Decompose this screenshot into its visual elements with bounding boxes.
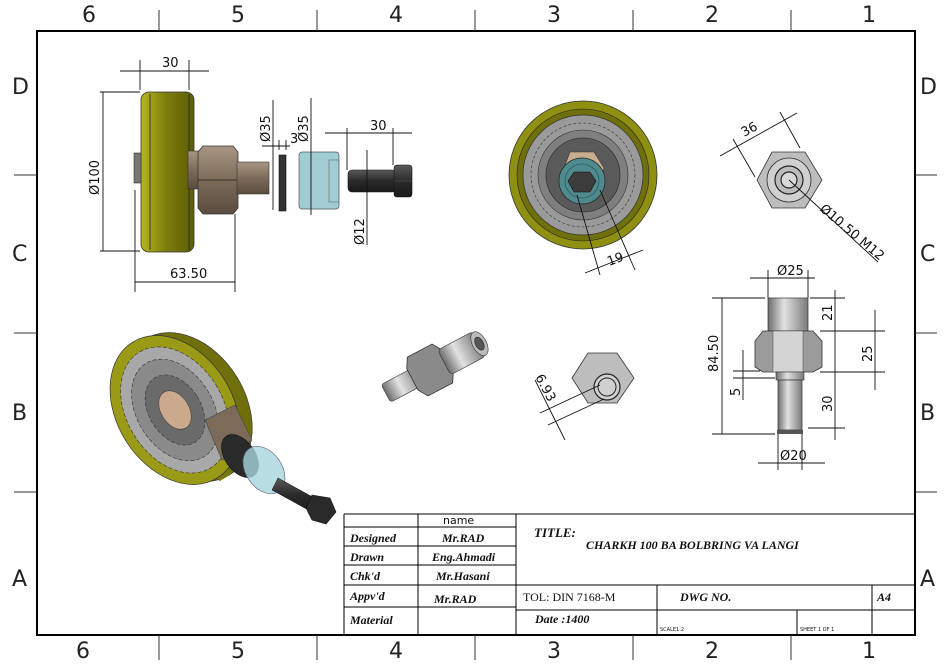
zone-col-3: 3 <box>547 3 561 28</box>
dim-bore: Ø10.50 M12 <box>816 202 886 264</box>
zone-col-5-bottom: 5 <box>231 639 245 664</box>
iso-bolt-head <box>305 494 337 525</box>
zone-col-2-bottom: 2 <box>705 639 719 664</box>
bolt-head-hex <box>567 171 597 193</box>
tb-approved-label: Appv'd <box>349 589 386 603</box>
tb-tolerance: TOL: DIN 7168-M <box>523 590 616 604</box>
zone-col-4-bottom: 4 <box>389 639 403 664</box>
title-block-text: name Designed Mr.RAD Drawn Eng.Ahmadi Ch… <box>349 514 891 633</box>
tb-sheet: SHEET 1 OF 1 <box>800 627 834 633</box>
column-zone-labels-top: 6 5 4 3 2 1 <box>82 3 876 28</box>
zone-col-5: 5 <box>231 3 245 28</box>
dim-axle-bottom-diameter: Ø20 <box>780 449 807 464</box>
zone-row-d-right: D <box>920 75 937 100</box>
axle-bottom <box>777 379 803 431</box>
tb-size: A4 <box>876 590 891 604</box>
dim-spacer-diameter: Ø35 <box>297 115 312 142</box>
iso-hub <box>158 390 192 430</box>
front-view-wheel <box>508 100 658 250</box>
row-zone-labels: D C B A D C B A <box>12 75 937 592</box>
tb-checked-label: Chk'd <box>350 569 381 583</box>
bolt-shank <box>347 169 397 193</box>
zone-col-1-bottom: 1 <box>862 639 876 664</box>
hub-cap <box>133 152 142 184</box>
zone-col-6-bottom: 6 <box>76 639 90 664</box>
spacer <box>298 151 340 210</box>
zone-row-b-right: B <box>920 401 935 426</box>
axle-end-view <box>571 352 635 404</box>
hex-end-dimensions <box>719 111 879 263</box>
dim-assembly-length: 63.50 <box>170 267 207 282</box>
dim-bolt-diameter: Ø12 <box>353 218 368 245</box>
axle-isometric-view <box>381 331 489 402</box>
tb-drawn-label: Drawn <box>349 550 384 564</box>
column-zone-labels-bottom: 6 5 4 3 2 1 <box>76 639 876 664</box>
zone-col-4: 4 <box>389 3 403 28</box>
tb-designed-label: Designed <box>349 531 397 545</box>
tb-title: CHARKH 100 BA BOLBRING VA LANGI <box>586 538 800 552</box>
tb-date: Date :1400 <box>534 612 589 626</box>
axle-end-dimensions <box>534 379 605 441</box>
axle-dimensions <box>712 270 885 470</box>
side-view-dimensions <box>100 60 412 292</box>
front-view-dimensions <box>576 189 644 276</box>
dim-hex-height: 25 <box>861 345 876 362</box>
dim-axle-top-diameter: Ø25 <box>777 264 804 279</box>
wheel-tread <box>140 91 195 253</box>
zone-col-2: 2 <box>705 3 719 28</box>
dim-wheel-width: 30 <box>162 56 179 71</box>
isometric-wheel-assembly <box>109 332 337 525</box>
tb-approved-value: Mr.RAD <box>433 592 477 606</box>
dim-collar-height: 5 <box>729 388 744 396</box>
dim-bolt-length: 30 <box>370 119 387 134</box>
zone-row-b: B <box>12 401 27 426</box>
tb-material-label: Material <box>349 613 393 627</box>
zone-row-c: C <box>12 242 27 267</box>
dim-end-view: 6.93 <box>531 372 558 405</box>
zone-row-a-right: A <box>920 567 935 592</box>
zone-row-d: D <box>12 75 29 100</box>
dim-hex-across-corners: 36 <box>739 120 761 141</box>
dim-axle-bottom-length: 30 <box>821 395 836 412</box>
axle-collar <box>775 371 805 381</box>
tb-dwg-no-label: DWG NO. <box>679 590 731 604</box>
dim-washer-thickness: 3 <box>290 132 298 147</box>
tb-checked-value: Mr.Hasani <box>435 569 490 583</box>
dim-washer-diameter: Ø35 <box>259 115 274 142</box>
dim-axle-top-length: 21 <box>821 304 836 321</box>
axle-top <box>767 297 809 332</box>
tb-designed-value: Mr.RAD <box>441 531 485 545</box>
side-view-dimension-text: 30 Ø100 63.50 Ø35 3 Ø35 30 Ø12 <box>88 56 387 282</box>
axle-dimension-text: Ø25 84.50 21 25 5 30 Ø20 <box>707 264 876 464</box>
tb-scale: SCALE1:2 <box>660 627 684 633</box>
dim-wheel-diameter: Ø100 <box>88 160 103 195</box>
dim-nut-across-flats: 19 <box>605 250 626 270</box>
zone-ticks <box>14 10 937 660</box>
tb-drawn-value: Eng.Ahmadi <box>431 550 496 564</box>
zone-row-c-right: C <box>920 242 935 267</box>
zone-row-a: A <box>12 567 27 592</box>
tb-name-header: name <box>443 514 474 527</box>
axle-side-view <box>754 297 823 434</box>
side-view-assembly <box>133 91 413 253</box>
tb-title-label: TITLE: <box>534 525 576 540</box>
zone-col-6: 6 <box>82 3 96 28</box>
dim-axle-total-length: 84.50 <box>707 335 722 372</box>
serrated-washer <box>278 154 287 212</box>
title-block <box>343 513 915 635</box>
zone-col-3-bottom: 3 <box>547 639 561 664</box>
zone-col-1: 1 <box>862 3 876 28</box>
